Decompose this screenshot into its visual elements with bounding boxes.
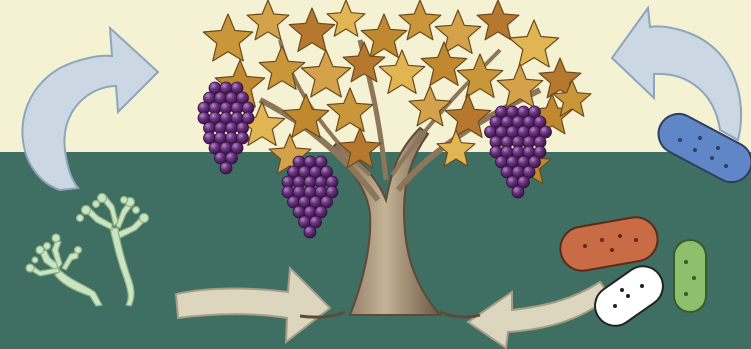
- grape: [304, 226, 316, 238]
- grape: [512, 186, 524, 198]
- grape: [220, 162, 232, 174]
- green-bacterium-icon: [674, 240, 706, 312]
